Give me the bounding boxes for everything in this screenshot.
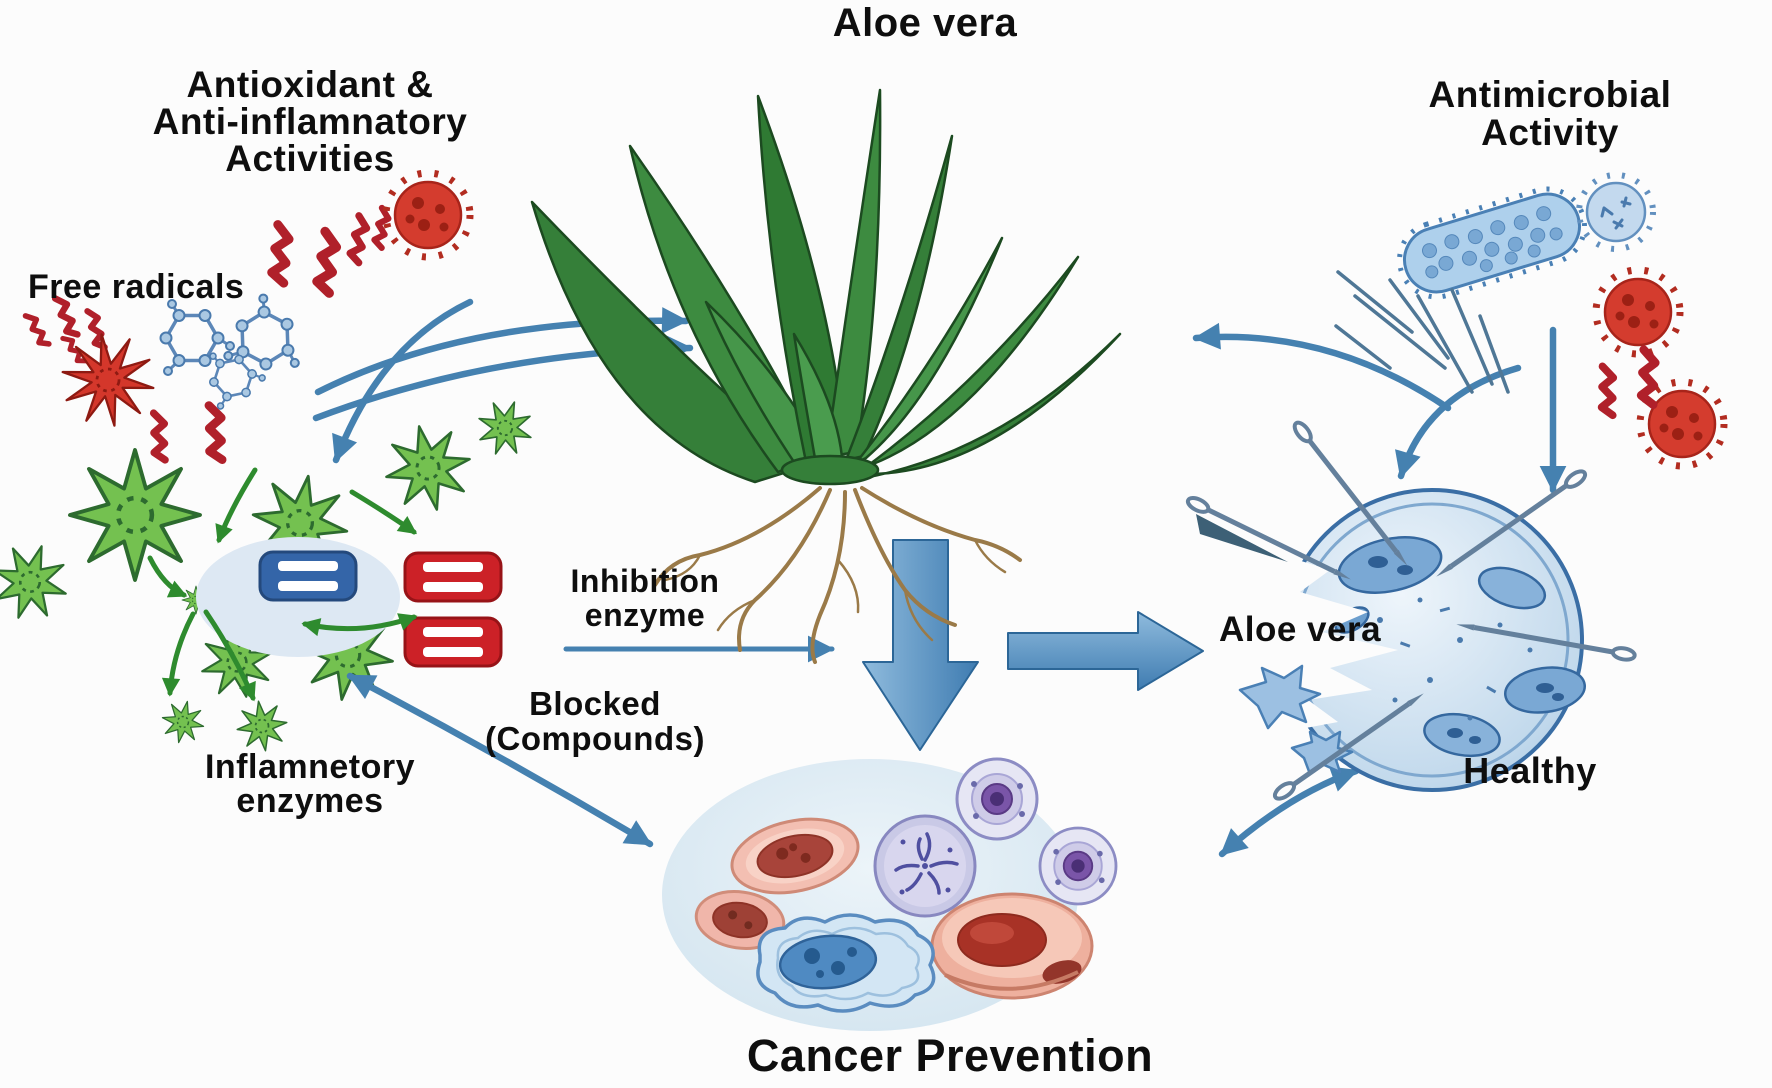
green-radical-star-icon xyxy=(468,391,542,465)
enzyme-block-red xyxy=(403,616,503,668)
radical-zigzag-icon xyxy=(370,208,393,248)
blocked-compounds-label: Blocked (Compounds) xyxy=(485,685,705,757)
green-arrow xyxy=(349,489,417,535)
green-arrow xyxy=(215,467,258,544)
cancer-cell-purple xyxy=(1038,826,1118,906)
arrow-microbes-to-plant xyxy=(1192,322,1452,412)
aloe-plant-icon xyxy=(530,88,1122,664)
radical-zigzag-icon xyxy=(345,216,373,263)
enzyme-block-red xyxy=(403,551,503,603)
cancer-cell-purple xyxy=(955,757,1039,841)
antimicrobial-heading: Antimicrobial Activity xyxy=(1428,74,1672,153)
antimicrobial-cluster xyxy=(1334,175,1724,466)
cell-organelles xyxy=(1334,536,1586,758)
thick-right-arrow xyxy=(1007,611,1204,691)
radical-zigzag-icon xyxy=(1598,366,1618,415)
healthy-label: Healthy xyxy=(1463,750,1597,791)
radical-zigzag-icon xyxy=(1636,350,1660,405)
green-radical-star-icon xyxy=(376,416,480,520)
blue-virus-icon xyxy=(1579,175,1653,249)
arrow-into-cell-curved xyxy=(1395,364,1522,480)
arrow-plant-to-radicals xyxy=(332,298,474,464)
red-virus-icon xyxy=(1596,270,1680,354)
cell-speckles xyxy=(1377,597,1533,721)
cancer-prevention-label: Cancer Prevention xyxy=(746,1030,1154,1081)
aloe-roots xyxy=(653,486,1022,664)
arrow-blocked-compounds xyxy=(346,672,654,848)
big-down-arrow xyxy=(862,539,979,751)
aloe-vera-effect-label: Aloe vera xyxy=(1218,610,1382,649)
cell-fragments xyxy=(1238,664,1354,776)
red-virus-icon xyxy=(386,173,470,257)
bacterium-icon xyxy=(1397,186,1587,300)
inhibition-enzyme-label: Inhibition enzyme xyxy=(570,563,720,633)
green-arrow xyxy=(147,555,188,598)
free-radicals-cluster xyxy=(25,173,470,460)
green-radical-star-icon xyxy=(0,533,79,631)
green-arrow xyxy=(301,613,418,637)
inflammatory-enzymes-label: Inflamnetory enzymes xyxy=(204,748,416,820)
needle-spike xyxy=(1196,514,1288,562)
green-arrow xyxy=(203,609,256,702)
radical-zigzag-icon xyxy=(25,312,48,348)
diagram-title: Aloe vera xyxy=(832,1,1018,45)
radical-zigzag-icon xyxy=(311,231,344,293)
antioxidant-heading: Antioxidant & Anti-inflamnatory Activiti… xyxy=(152,64,468,179)
red-virus-icon xyxy=(1640,382,1724,466)
cancer-cell-pink-small xyxy=(694,890,786,950)
green-radical-star-icon xyxy=(232,696,292,756)
radical-zigzag-icon xyxy=(63,334,86,366)
free-radicals-label: Free radicals xyxy=(28,268,245,306)
radical-zigzag-icon xyxy=(150,413,168,460)
arrow-cancer-healthy xyxy=(1218,766,1360,858)
green-radical-star-icon xyxy=(70,450,200,580)
radical-zigzag-icon xyxy=(205,405,226,459)
cancer-prevention-circle xyxy=(662,757,1118,1031)
cancer-cell-pink xyxy=(730,817,860,895)
enzyme-block-blue xyxy=(258,550,358,602)
green-arrow xyxy=(161,611,196,697)
cancer-cell-red-disc xyxy=(930,892,1094,1000)
organelle-spots xyxy=(1368,556,1564,744)
cancer-cell-mitosis xyxy=(873,814,977,918)
green-radical-star-icon xyxy=(157,696,209,748)
needle-fan xyxy=(1334,270,1510,394)
green-arrows xyxy=(147,467,418,702)
healthy-cell-icon xyxy=(1186,420,1636,802)
cancer-cell-blue xyxy=(756,913,936,1013)
aloe-leaves xyxy=(530,88,1122,486)
